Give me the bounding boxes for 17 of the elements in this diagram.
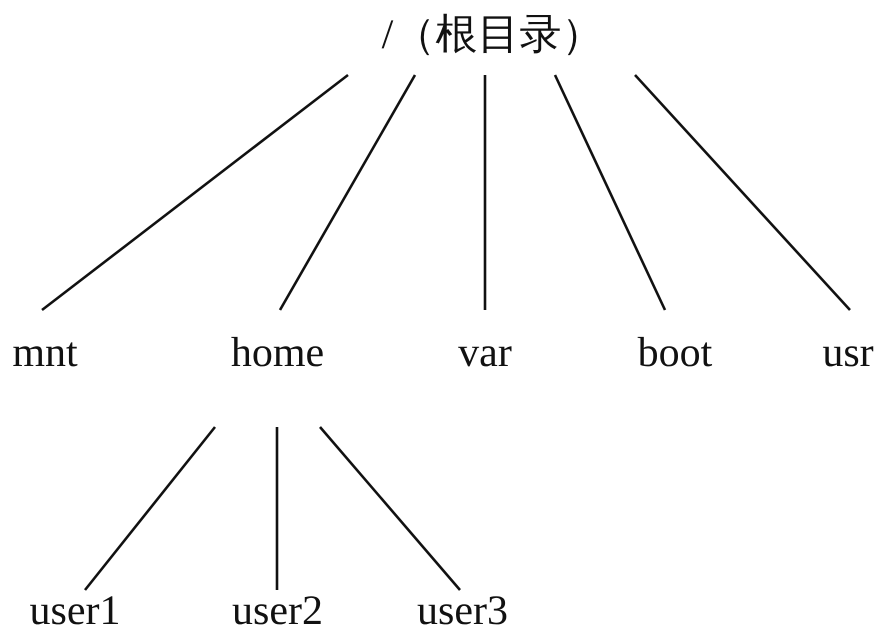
- directory-label: boot: [636, 332, 714, 374]
- tree-line: [84, 426, 216, 591]
- tree-line: [319, 426, 461, 591]
- tree-line: [554, 74, 666, 311]
- tree-line: [276, 427, 278, 590]
- directory-label: user3: [416, 590, 509, 626]
- tree-line: [278, 74, 416, 311]
- root-directory-label: /（根目录）: [380, 14, 604, 56]
- tree-line: [634, 74, 851, 311]
- directory-label: usr: [821, 332, 875, 374]
- directory-label: home: [230, 332, 326, 374]
- directory-label: var: [457, 332, 513, 374]
- directory-label: mnt: [11, 332, 79, 374]
- directory-label: user1: [28, 590, 122, 626]
- tree-line: [41, 74, 349, 312]
- directory-label: user2: [231, 590, 324, 626]
- tree-line: [484, 75, 486, 310]
